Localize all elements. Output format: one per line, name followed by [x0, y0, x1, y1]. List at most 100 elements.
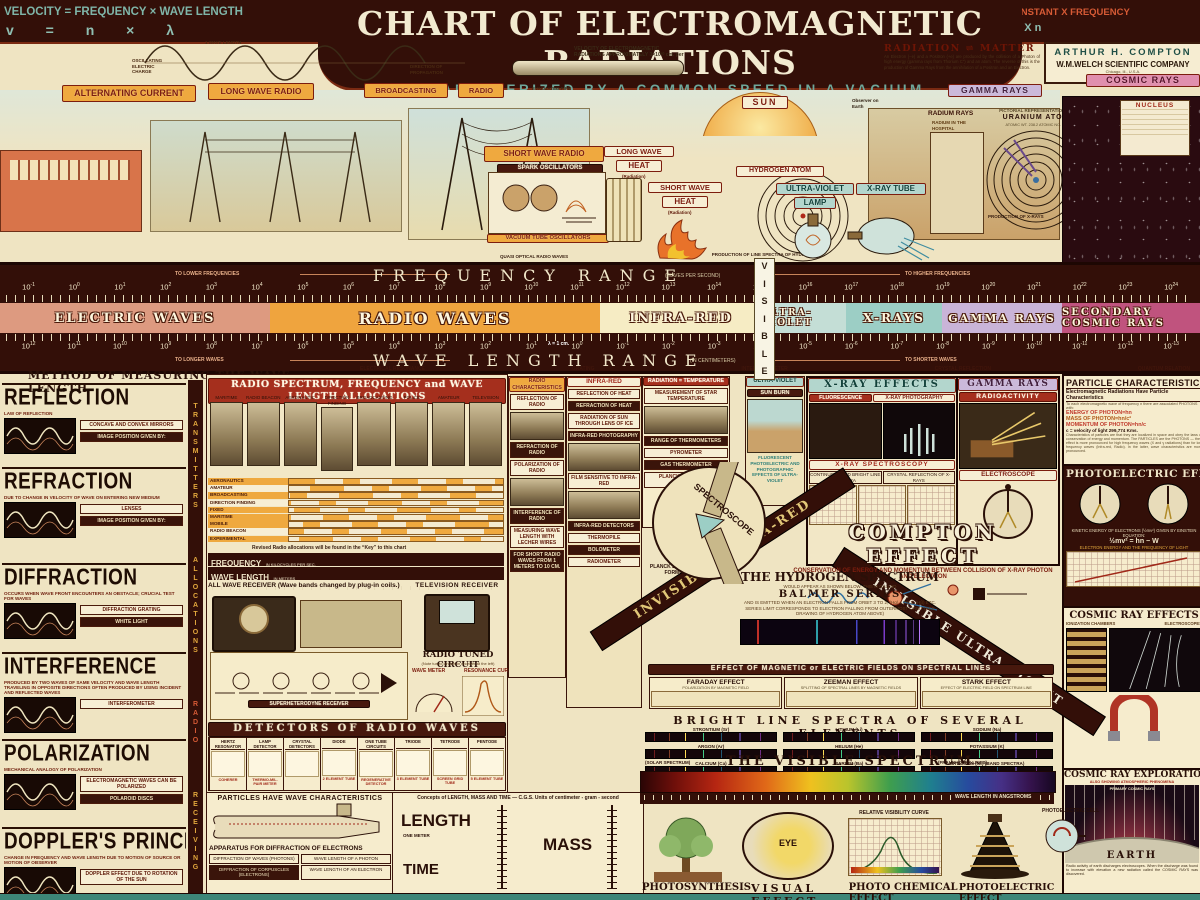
frequency-tick: 1011	[570, 282, 584, 292]
detectors-title: DETECTORS OF RADIO WAVES	[208, 722, 506, 737]
element-spectrum-strip	[783, 732, 915, 742]
earth-label: EARTH	[1106, 850, 1158, 861]
balmer-spectrum-strip	[740, 618, 940, 645]
field-caption: EFFECT OF ELECTRIC FIELD ON SPECTRUM LIN…	[940, 686, 1032, 690]
radio-spectrum-title: RADIO SPECTRUM, FREQUENCY and WAVE LENGT…	[208, 378, 506, 404]
frequency-tick: 1018	[889, 282, 904, 292]
pictorial-label: PICTORIAL REPRESENTATION OF	[999, 108, 1073, 113]
wavelength-tick: 107	[251, 341, 263, 351]
allocation-label: DIRECTION FINDING	[208, 499, 288, 507]
scene-label: RADIO BEACON	[246, 395, 281, 400]
electroscopes-label: ELECTROSCOPES	[1164, 621, 1200, 626]
frequency-ruler: FREQUENCY IN KILOCYCLES PER SEC.	[208, 553, 504, 576]
detector-crystal-detectors: CRYSTAL DETECTORS	[283, 738, 320, 790]
length-label: LENGTH	[401, 811, 471, 830]
frequency-tick: 100	[68, 282, 80, 292]
allocation-bar	[288, 478, 504, 485]
photocell-illustration	[1045, 819, 1086, 853]
method-grating: GRATING	[571, 366, 595, 372]
sun-burn-label: SUN BURN	[747, 388, 803, 398]
allocation-bar	[288, 506, 504, 514]
radium-rays-label: RADIUM RAYS	[928, 110, 974, 117]
to-lower-label: TO LOWER FREQUENCIES	[175, 271, 240, 277]
fraunhofer-label: (FRAUNHOFER LINES)	[938, 760, 987, 765]
section-title: POLARIZATION	[4, 739, 151, 766]
band-secondary-cosmic-rays: SECONDARY COSMIC RAYS	[1062, 303, 1200, 333]
method-electrical-resonance: ELECTRICAL RESONANCE	[360, 366, 425, 372]
scene-direction-finding: DIRECTION FINDING	[319, 394, 356, 473]
superheterodyne-schematic	[210, 652, 408, 720]
particle-characteristics-title: PARTICLE CHARACTERISTICS	[1066, 378, 1200, 388]
radioactivity-label: RADIOACTIVITY	[959, 392, 1057, 403]
velocity-formula-symbols: v = n × λ	[6, 22, 189, 38]
section-diagram	[4, 774, 76, 810]
wavelength-tick: 103	[434, 341, 446, 351]
scene-label: BROADCASTING	[356, 395, 393, 400]
time-label: TIME	[403, 861, 439, 878]
photon-mass: MASS OF PHOTON=hn/c²	[1066, 416, 1132, 422]
wave-diagram	[144, 45, 465, 81]
x-ray-tube-illustration	[847, 217, 935, 261]
scene-police: POLICE	[393, 394, 430, 473]
detector-header: HERTZ RESONATOR	[211, 739, 245, 750]
credit-company: W.M.WELCH SCIENTIFIC COMPANY	[1056, 60, 1190, 69]
gamma-rays-title: GAMMA RAYS	[958, 378, 1058, 392]
particles-panel: PARTICLES HAVE WAVE CHARACTERISTICS APPA…	[206, 792, 394, 900]
strip-item: RADIOMETER	[568, 557, 640, 568]
wavelength-tick: 100	[571, 341, 583, 351]
section-extra: INTERFEROMETER	[80, 699, 183, 709]
cosmic-effects-panel: COSMIC RAY EFFECTS IONIZATION CHAMBERS E…	[1062, 606, 1200, 774]
visible-letter: I	[763, 278, 766, 289]
frequency-tick: 1024	[1164, 282, 1179, 292]
transmission-towers-illustration	[150, 120, 402, 232]
detector-sub: 2 ELEMENT TUBE	[322, 777, 356, 781]
superhet-label: SUPERHETERODYNE RECEIVER	[248, 700, 370, 709]
photon-energy: ENERGY OF PHOTON=hn	[1066, 410, 1132, 416]
frequency-tick: 1019	[935, 282, 950, 292]
fluorescence-label: FLUORESCENCE	[809, 393, 873, 402]
banner-lamp: LAMP	[794, 197, 836, 209]
allocation-bar	[288, 521, 504, 528]
radiation-matter-box: RADIATION ⇌ MATTER An Electron (−e) and …	[884, 43, 1040, 87]
frequency-tick: 107	[388, 282, 400, 292]
electroscope-illustration	[983, 483, 1033, 539]
gamma-rays-panel: GAMMA RAYS RADIOACTIVITY ELECTROSCOPE	[956, 376, 1060, 566]
detector-sketch	[211, 751, 245, 777]
detector-hertz-resonator: HERTZ RESONATOR COHERER	[209, 738, 246, 790]
wave-length-range-title: WAVE LENGTH RANGE	[373, 351, 705, 370]
banner-vacuum-tube-oscillators: VACUUM TUBE OSCILLATORS	[487, 234, 609, 244]
tv-receiver-illustration	[424, 594, 490, 652]
scene-label: DIRECTION FINDING	[324, 395, 350, 406]
element-label: POTASSIUM (K)	[969, 744, 1005, 749]
element-label: ARGON (Ar)	[697, 744, 725, 749]
banner-hydrogen-atom: HYDROGEN ATOM	[736, 166, 824, 177]
field-title: STARK EFFECT	[961, 679, 1011, 686]
banner-broadcast-radio: RADIO	[458, 83, 504, 99]
banner-gamma-rays-top: GAMMA RAYS	[948, 84, 1042, 97]
cosmic-exploration-panel: COSMIC RAY EXPLORATION ALSO SHOWING ATMO…	[1062, 768, 1200, 900]
element-lithium-li-: LITHIUM (Li)	[780, 727, 918, 744]
radium-hospital-label: RADIUM IN THE HOSPITAL	[932, 120, 966, 131]
wavelength-tick: 10-12	[1117, 341, 1134, 351]
diffraction-waves-label: DIFFRACTION OF WAVES (PHOTONS)	[209, 854, 299, 864]
resonance-label: RESONANCE CURVE	[464, 668, 515, 674]
to-higher-label: TO HIGHER FREQUENCIES	[905, 271, 971, 277]
section-subtitle: PRODUCED BY TWO WAVES OF SAME VELOCITY A…	[4, 680, 182, 695]
detector-sub: COHERER	[218, 778, 238, 782]
section-title: INTERFERENCE	[4, 652, 157, 679]
eye-label: EYE	[778, 838, 797, 848]
banner-short-wave-radio: SHORT WAVE RADIO	[484, 146, 604, 162]
banner-x-ray-tube: X-RAY TUBE	[856, 183, 926, 195]
allocation-label: RADIO BEACON	[208, 528, 288, 535]
camera-illustration	[961, 814, 1029, 879]
banner-long-wave: LONG WAVE	[604, 146, 674, 158]
frequency-tick: 104	[251, 282, 263, 292]
header-left-band: VELOCITY = FREQUENCY × WAVE LENGTH v = n…	[0, 0, 340, 44]
element-spectrum-strip	[645, 732, 777, 742]
strip-item: REFLECTION OF RADIO	[510, 394, 564, 410]
